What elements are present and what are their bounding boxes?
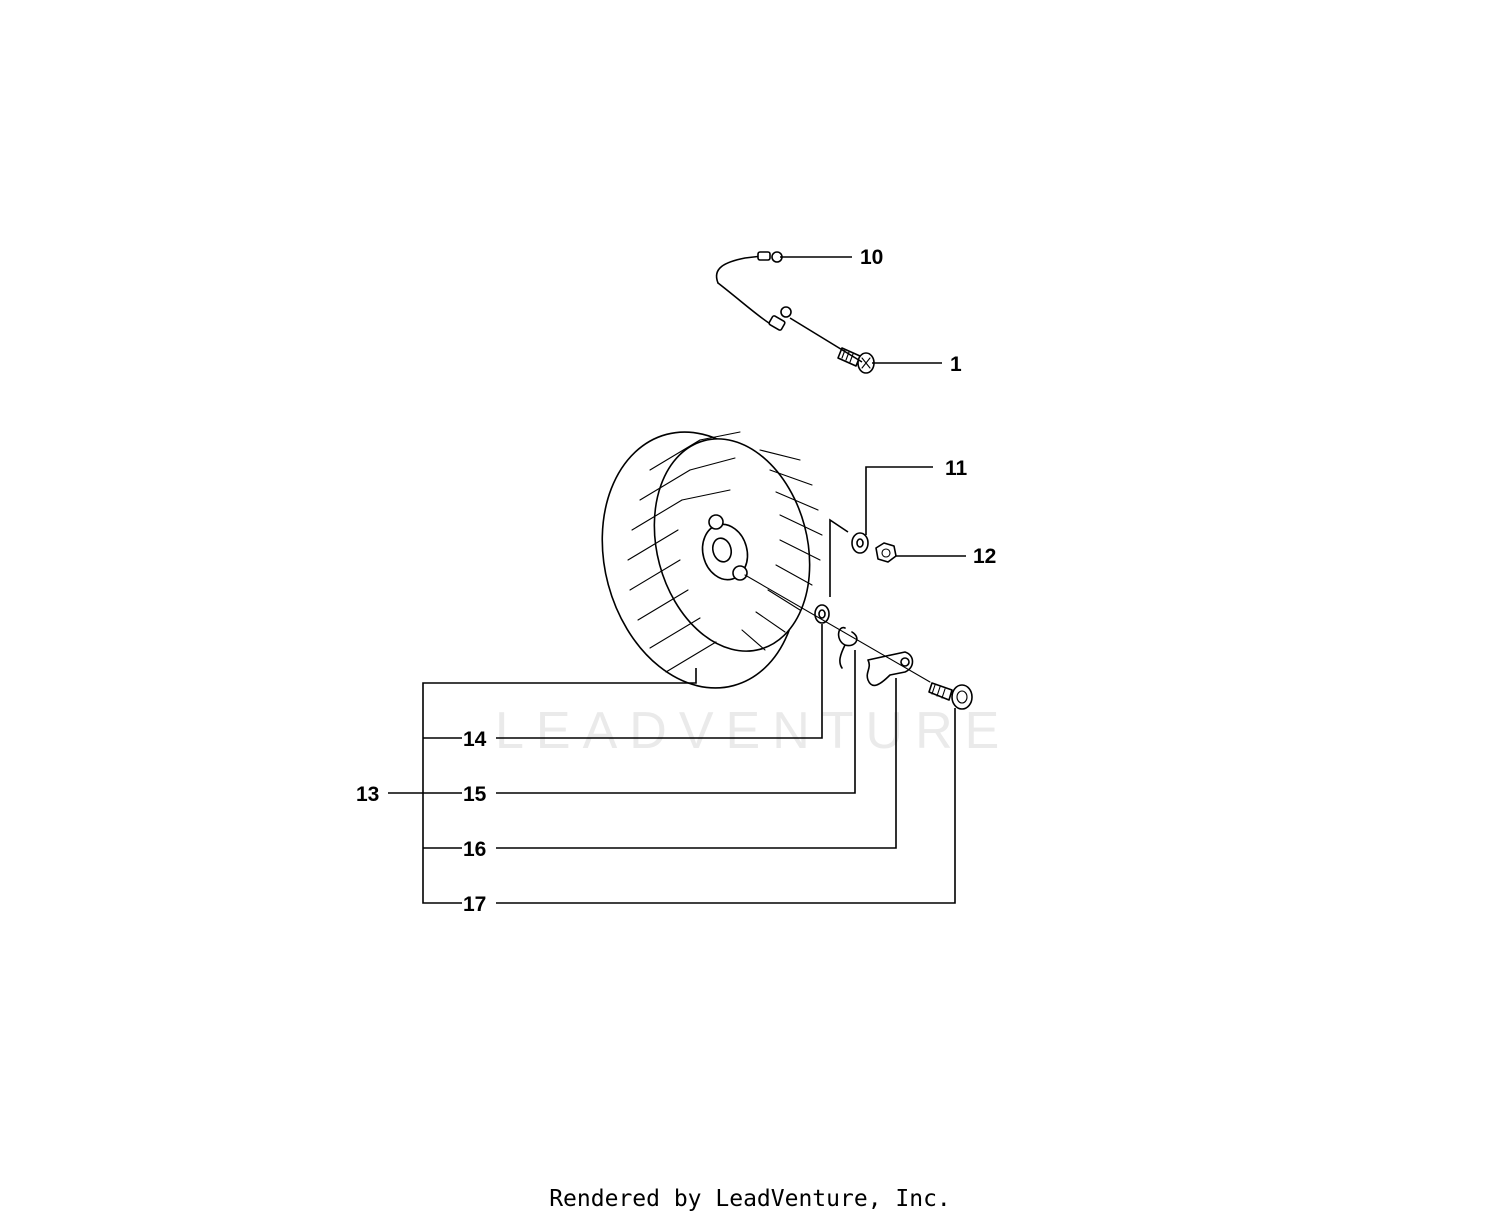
ground-wire-part — [715, 251, 792, 331]
callout-12: 12 — [973, 545, 996, 568]
callout-16: 16 — [463, 838, 486, 861]
washer-part — [851, 532, 869, 554]
pawl-part — [866, 651, 914, 687]
leader-lines — [388, 256, 966, 904]
footer-credit: Rendered by LeadVenture, Inc. — [549, 1186, 951, 1212]
nut-part — [875, 542, 897, 563]
spring-part — [837, 626, 858, 669]
callout-11: 11 — [945, 457, 968, 480]
callout-13: 13 — [356, 783, 379, 806]
shoulder-screw-part — [928, 682, 973, 710]
screw-part — [837, 347, 875, 374]
callout-10: 10 — [860, 246, 883, 269]
flywheel-part — [601, 431, 823, 689]
callout-1: 1 — [950, 353, 962, 376]
callout-14: 14 — [463, 728, 487, 751]
watermark-text: LEADVENTURE — [495, 702, 1011, 760]
callout-15: 15 — [463, 783, 487, 806]
washer-part-14 — [814, 604, 830, 624]
callout-17: 17 — [463, 893, 486, 916]
